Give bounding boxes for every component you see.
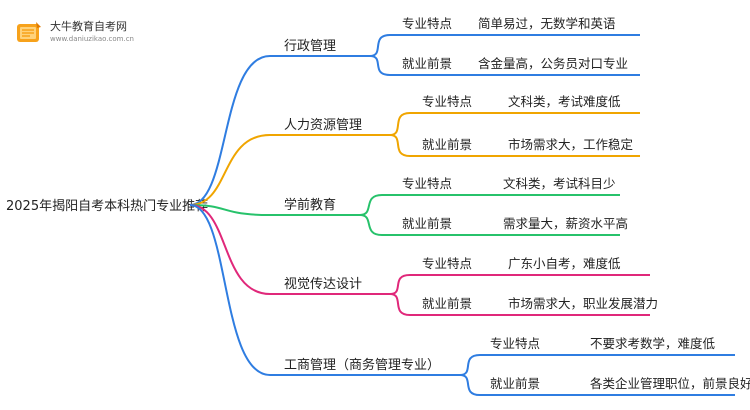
item-value: 不要求考数学，难度低 [590,336,716,351]
child-connector [369,55,391,76]
item-value: 文科类，考试难度低 [508,94,621,109]
book-logo-icon [17,22,41,42]
item-label: 就业前景 [422,296,472,311]
child-connector [459,354,481,376]
child-connector [389,134,411,157]
item-value: 简单易过，无数学和英语 [478,16,616,31]
child-connector [389,274,411,295]
item-value: 文科类，考试科目少 [503,176,616,191]
site-logo: 大牛教育自考网 www.daniuzikao.com.cn [14,16,174,50]
child-connector [459,374,481,396]
branch-title: 行政管理 [284,39,336,54]
item-value: 市场需求大，职业发展潜力 [508,296,658,311]
child-connector [359,194,383,216]
branch-connector [189,55,271,206]
child-connector [369,34,391,57]
branch-connector [189,204,271,376]
branch-title: 人力资源管理 [284,118,362,133]
child-connector [359,214,383,236]
child-connector [389,293,411,316]
logo-name: 大牛教育自考网 [50,20,127,33]
item-label: 专业特点 [402,176,452,191]
item-value: 含金量高，公务员对口专业 [478,56,628,71]
branch-connector [189,134,271,206]
item-label: 就业前景 [490,376,540,391]
item-label: 专业特点 [402,16,452,31]
root-topic: 2025年揭阳自考本科热门专业推荐 [6,199,208,214]
item-value: 需求量大，薪资水平高 [503,216,628,231]
item-label: 就业前景 [402,216,452,231]
item-value: 各类企业管理职位，前景良好 [590,376,750,391]
item-label: 专业特点 [422,256,472,271]
branch-connector [189,204,271,295]
item-value: 广东小自考，难度低 [508,256,621,271]
item-label: 专业特点 [490,336,540,351]
item-label: 专业特点 [422,94,472,109]
item-value: 市场需求大，工作稳定 [508,137,633,152]
item-label: 就业前景 [402,56,452,71]
branch-connector [189,204,271,216]
item-label: 就业前景 [422,137,472,152]
child-connector [389,112,411,136]
branch-title: 学前教育 [284,197,336,213]
branch-title: 工商管理（商务管理专业） [284,357,440,373]
logo-url: www.daniuzikao.com.cn [50,35,134,43]
branch-title: 视觉传达设计 [284,277,362,292]
